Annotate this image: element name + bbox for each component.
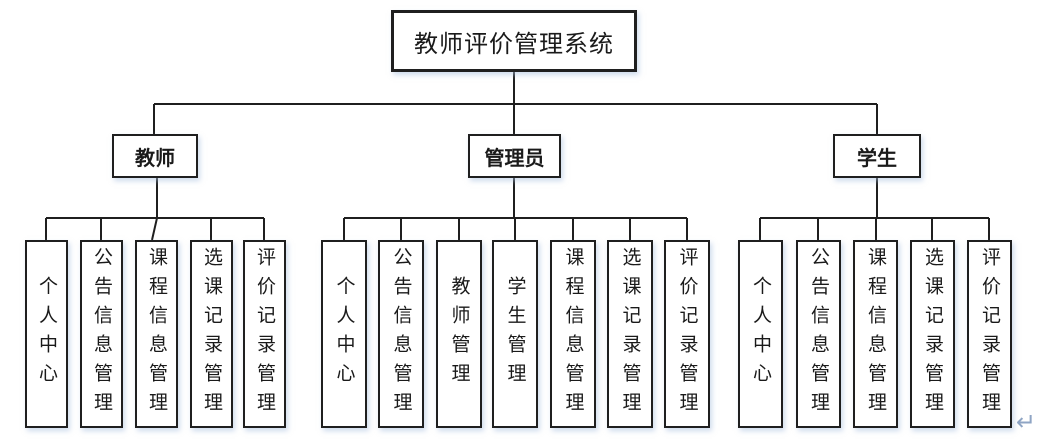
branch-node-teacher: 教师 <box>112 134 198 178</box>
leaf-teacher-evaluation-record-management: 评价记录管理 <box>243 240 286 428</box>
leaf-admin-teacher-management: 教师管理 <box>436 240 482 428</box>
leaf-student-evaluation-record-management: 评价记录管理 <box>967 240 1012 428</box>
leaf-admin-student-management: 学生管理 <box>492 240 538 428</box>
leaf-student-course-selection-record-management: 选课记录管理 <box>910 240 955 428</box>
leaf-admin-evaluation-record-management: 评价记录管理 <box>664 240 710 428</box>
leaf-admin-personal-center: 个人中心 <box>321 240 367 428</box>
leaf-admin-course-selection-record-management: 选课记录管理 <box>607 240 653 428</box>
leaf-teacher-personal-center: 个人中心 <box>25 240 68 428</box>
leaf-student-personal-center: 个人中心 <box>738 240 783 428</box>
leaf-teacher-course-selection-record-management: 选课记录管理 <box>190 240 233 428</box>
leaf-admin-announcement-info-management: 公告信息管理 <box>378 240 424 428</box>
leaf-student-course-info-management: 课程信息管理 <box>853 240 898 428</box>
paragraph-return-mark: ↵ <box>1016 408 1037 436</box>
branch-node-student: 学生 <box>833 134 921 178</box>
leaf-teacher-course-info-management: 课程信息管理 <box>135 240 178 428</box>
leaf-student-announcement-info-management: 公告信息管理 <box>796 240 841 428</box>
leaf-admin-course-info-management: 课程信息管理 <box>550 240 596 428</box>
leaf-teacher-announcement-info-management: 公告信息管理 <box>80 240 123 428</box>
branch-node-admin: 管理员 <box>468 134 561 178</box>
root-node-system-title: 教师评价管理系统 <box>391 10 637 72</box>
